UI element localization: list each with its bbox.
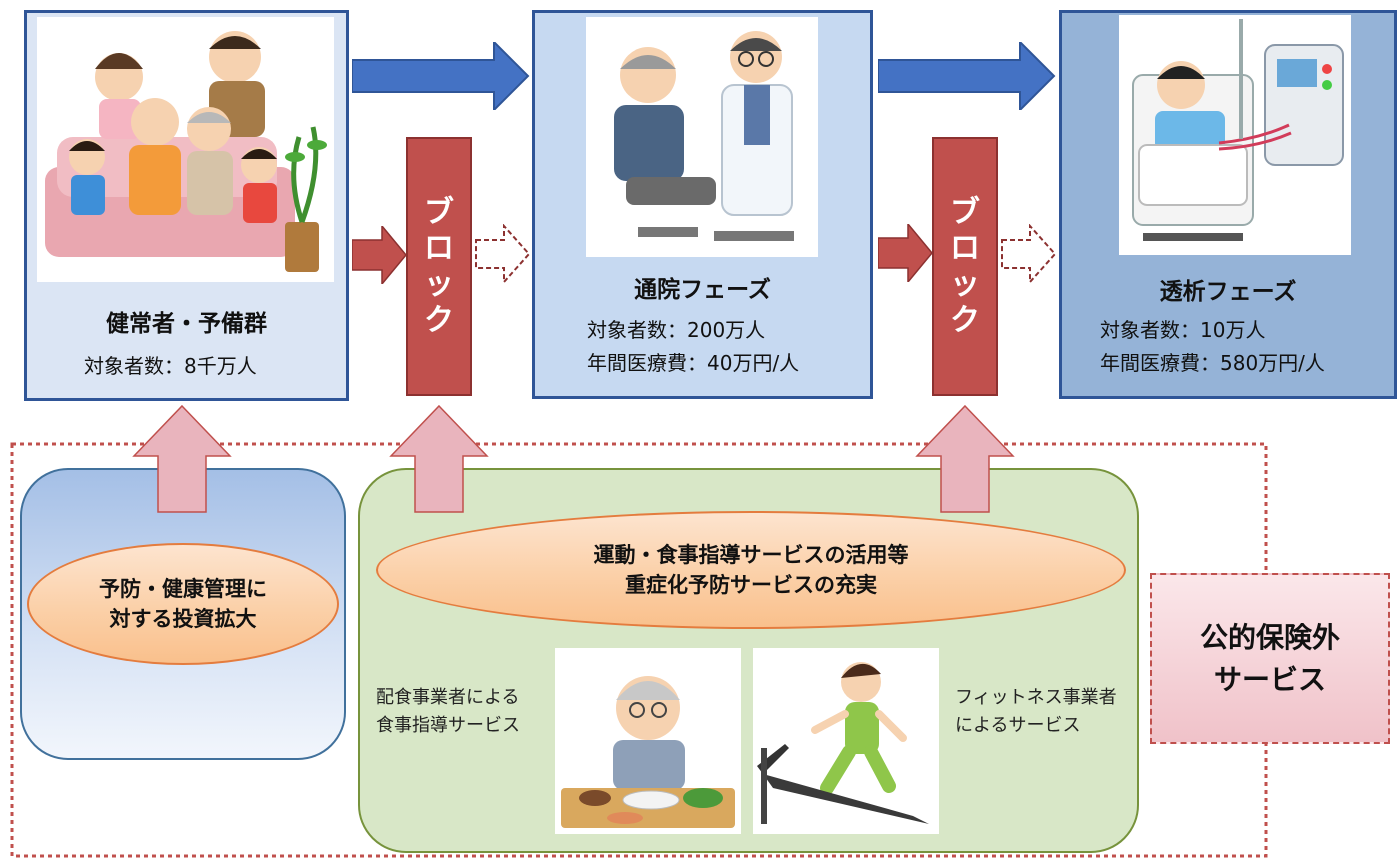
prevention-line-1: 予防・健康管理に xyxy=(99,576,267,601)
phase-dialysis-count: 対象者数：10万人 xyxy=(1100,318,1266,342)
progression-arrow-2 xyxy=(878,42,1056,110)
severity-line-1: 運動・食事指導サービスの活用等 xyxy=(593,542,909,567)
public-label-line-1: 公的保険外 xyxy=(1199,620,1340,654)
elderly-meal-illustration xyxy=(555,648,741,834)
block-char: ッ xyxy=(950,266,980,302)
meal-service-line-2: 食事指導サービス xyxy=(376,714,520,736)
fitness-service-caption: フィットネス事業者 によるサービス xyxy=(955,684,1117,740)
severity-line-2: 重症化予防サービスの充実 xyxy=(625,573,877,597)
progression-arrow-1 xyxy=(352,42,530,110)
family-illustration xyxy=(37,17,334,282)
phase-dialysis-cost: 年間医療費：580万円/人 xyxy=(1100,351,1325,375)
red-arrow-1 xyxy=(352,226,408,284)
prevention-line-2: 対する投資拡大 xyxy=(109,607,257,631)
dashed-arrow-1 xyxy=(474,224,532,284)
block-char: ロ xyxy=(950,230,980,266)
treadmill-runner-illustration xyxy=(753,648,939,834)
pink-up-arrow-1 xyxy=(132,404,232,514)
block-char: ブ xyxy=(950,194,980,230)
fitness-service-line-1: フィットネス事業者 xyxy=(955,687,1117,708)
phase-title-outpatient: 通院フェーズ xyxy=(634,277,771,303)
pink-up-arrow-3 xyxy=(915,404,1015,514)
block-char: ロ xyxy=(424,230,454,266)
phase-outpatient-cost: 年間医療費：40万円/人 xyxy=(587,351,800,375)
block-bar-2: ブ ロ ッ ク xyxy=(932,137,998,396)
block-char: ク xyxy=(950,302,980,338)
meal-service-line-1: 配食事業者による xyxy=(376,687,520,708)
phase-title-dialysis: 透析フェーズ xyxy=(1159,279,1297,305)
meal-service-caption: 配食事業者による 食事指導サービス xyxy=(376,684,520,740)
red-arrow-2 xyxy=(878,224,934,282)
phase-healthy-count: 対象者数：8千万人 xyxy=(84,354,257,378)
fitness-service-line-2: によるサービス xyxy=(955,714,1081,736)
dashed-arrow-2 xyxy=(1000,224,1058,284)
block-char: ッ xyxy=(424,266,454,302)
block-char: ブ xyxy=(424,194,454,230)
phase-title-healthy: 健常者・予備群 xyxy=(106,311,267,337)
prevention-ellipse: 予防・健康管理に 対する投資拡大 xyxy=(27,543,339,665)
pink-up-arrow-2 xyxy=(389,404,489,514)
block-bar-1: ブ ロ ッ ク xyxy=(406,137,472,396)
dialysis-patient-illustration xyxy=(1119,15,1351,255)
public-label-line-2: サービス xyxy=(1213,662,1326,696)
severity-ellipse: 運動・食事指導サービスの活用等 重症化予防サービスの充実 xyxy=(376,511,1126,629)
phase-outpatient-count: 対象者数：200万人 xyxy=(587,318,766,342)
block-char: ク xyxy=(424,302,454,338)
doctor-consultation-illustration xyxy=(586,17,818,257)
public-insurance-outside-label: 公的保険外 サービス xyxy=(1150,573,1390,744)
